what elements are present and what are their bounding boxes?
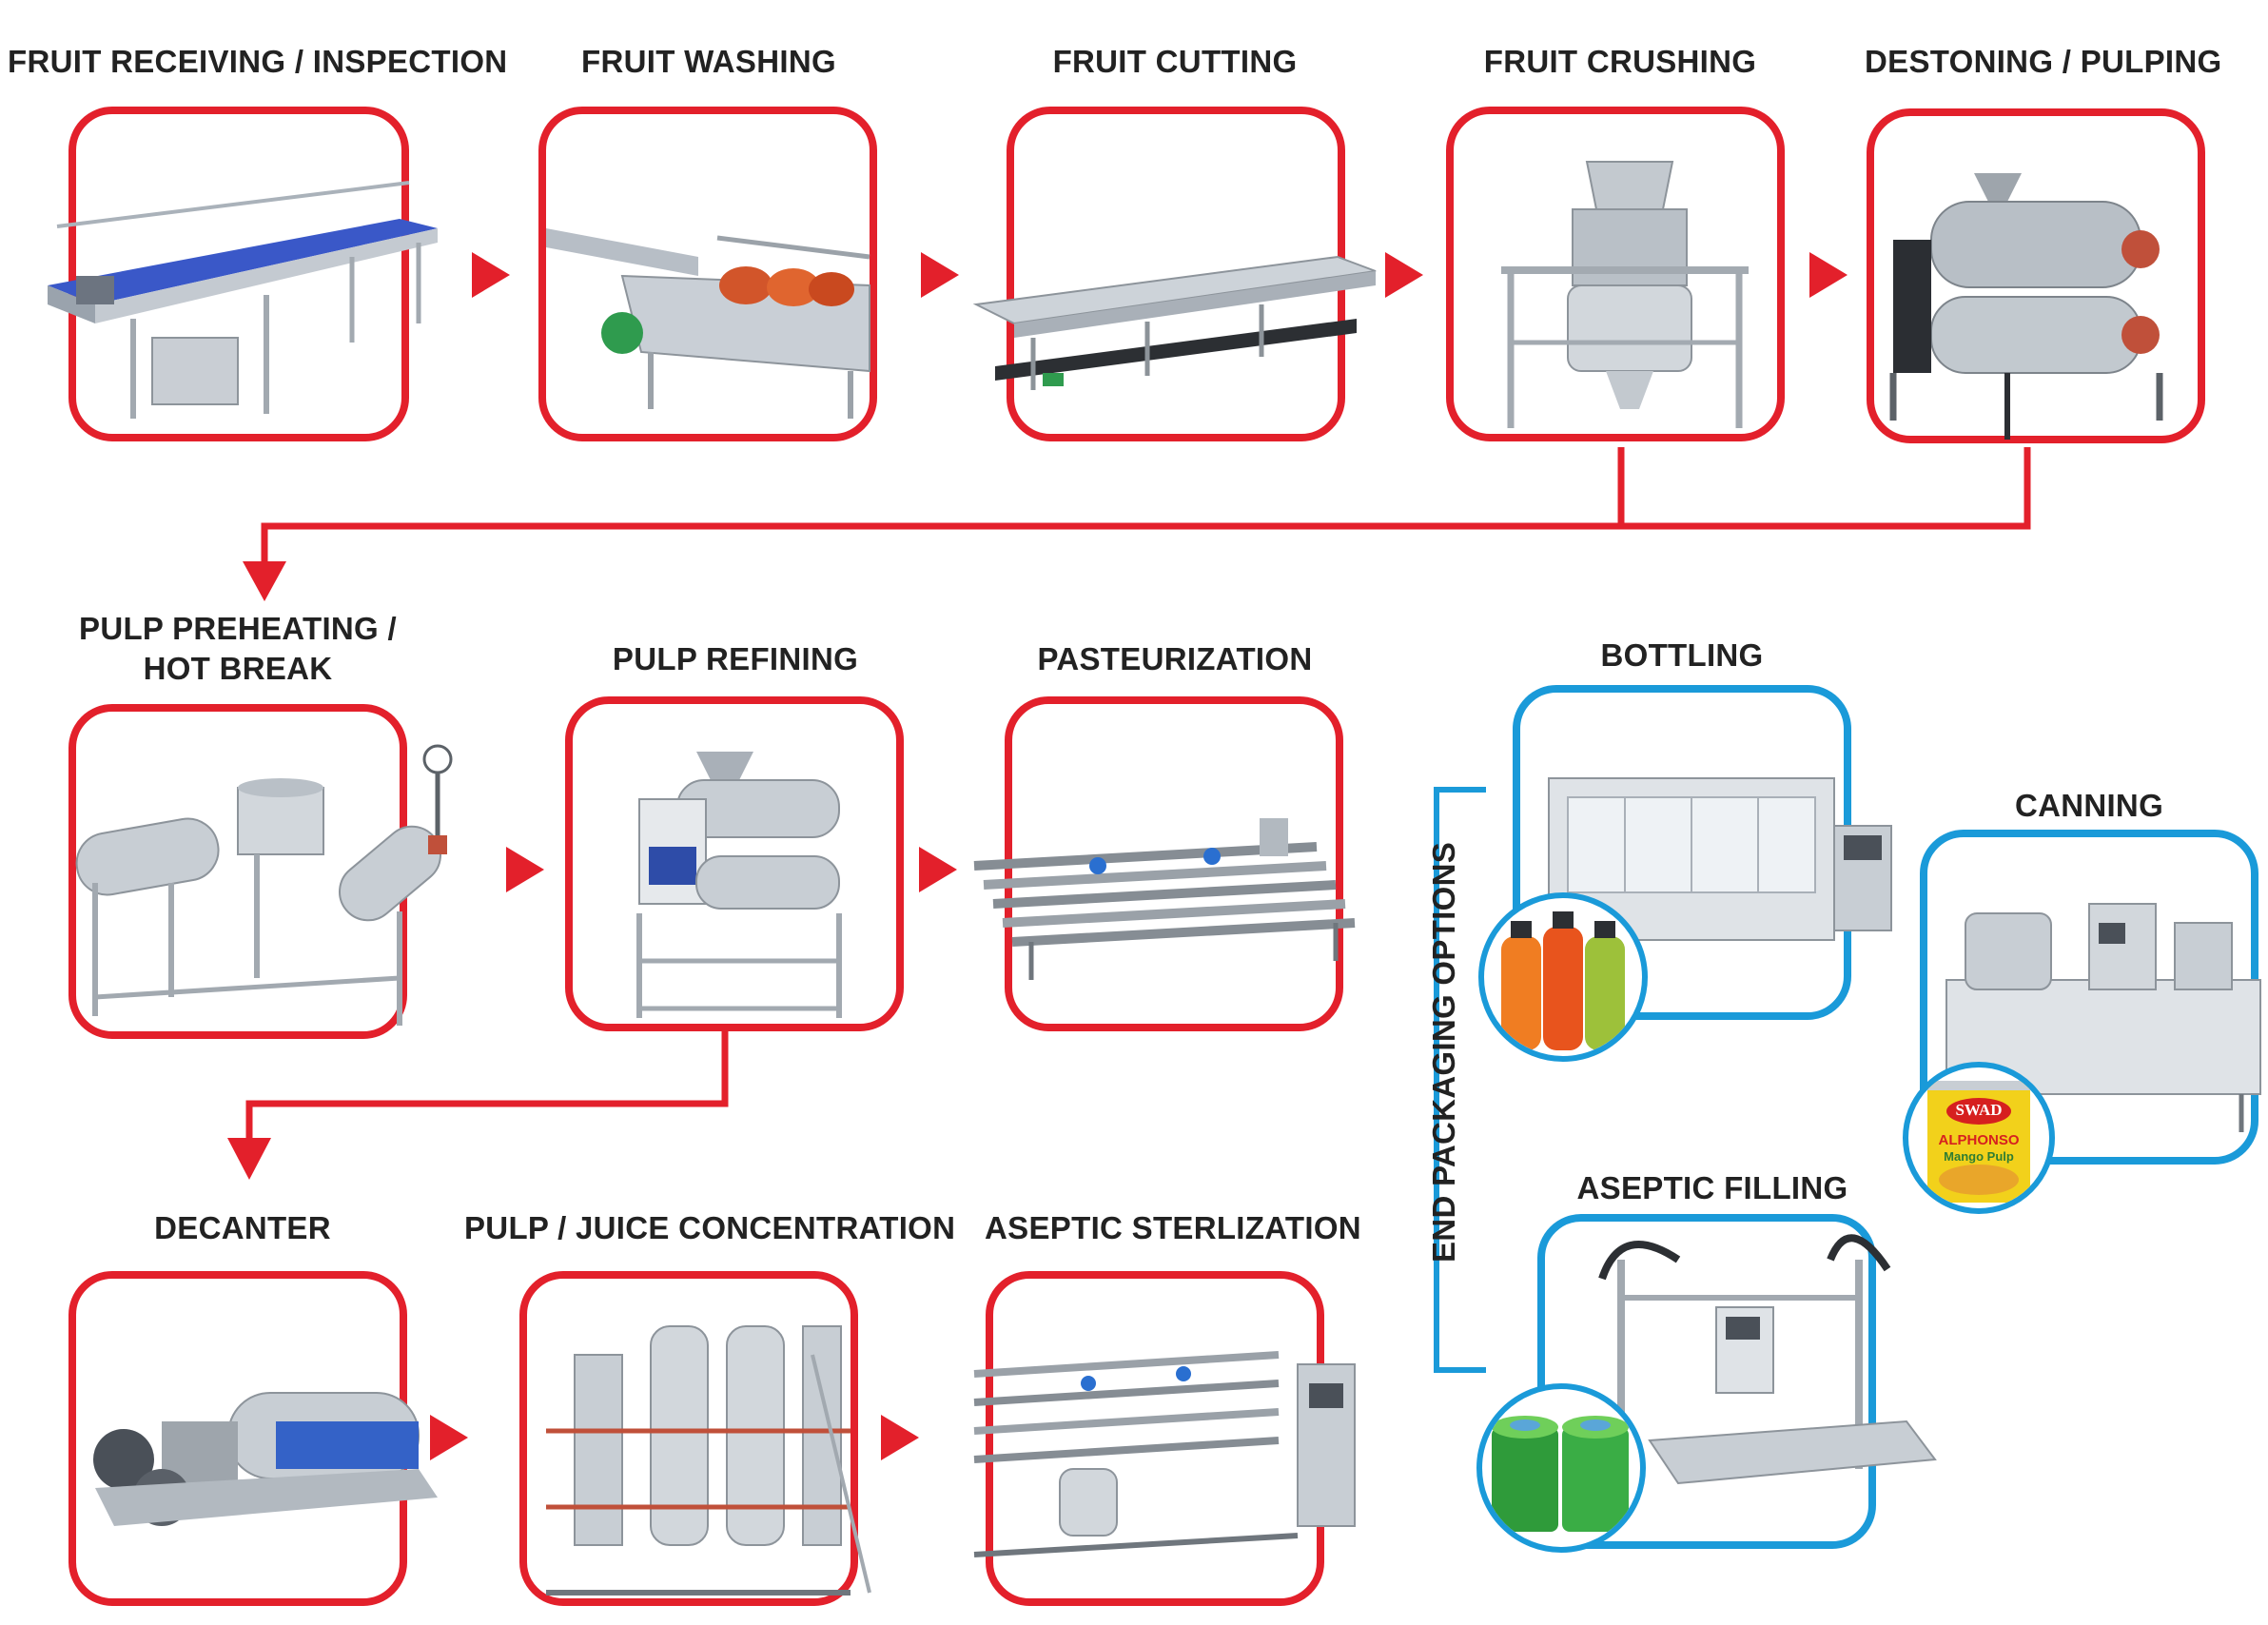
preheater-icon xyxy=(75,744,453,1026)
step-label-destoning: DESTONING / PULPING xyxy=(1865,44,2222,79)
step-label-fruit-crushing: FRUIT CRUSHING xyxy=(1483,44,1757,79)
step-label-fruit-receiving: FRUIT RECEIVING / INSPECTION xyxy=(8,44,508,79)
flow-arrow-6 xyxy=(919,847,957,892)
step-box-pasteurization xyxy=(973,696,1356,1031)
decanter-icon xyxy=(93,1392,438,1526)
step-box-pulp-refining xyxy=(565,696,904,1031)
step-label-fruit-washing: FRUIT WASHING xyxy=(581,44,836,79)
can-product-line2: Mango Pulp xyxy=(1944,1149,2014,1164)
packaging-label-aseptic-filling: ASEPTIC FILLING xyxy=(1576,1170,1848,1205)
can-badge: SWAD ALPHONSO Mango Pulp xyxy=(1903,1062,2055,1214)
sterilizer-icon xyxy=(973,1351,1356,1557)
step-label-pulp-refining: PULP REFINING xyxy=(612,641,859,676)
step-box-preheating xyxy=(68,704,453,1039)
bottles-icon xyxy=(1501,911,1625,1050)
step-box-fruit-washing xyxy=(538,107,877,441)
step-box-concentration xyxy=(519,1271,871,1606)
flow-arrow-3 xyxy=(1385,252,1423,298)
packaging-label-canning: CANNING xyxy=(2014,788,2164,823)
evaporator-icon xyxy=(546,1325,871,1596)
connector-refining-to-decanter xyxy=(245,1031,729,1144)
flow-arrow-2 xyxy=(921,252,959,298)
pasteurizer-icon xyxy=(973,818,1356,980)
aseptic-filler-icon xyxy=(1598,1234,1937,1485)
canning-machine-icon xyxy=(1945,903,2261,1132)
can-icon xyxy=(1927,1081,2030,1203)
can-brand: SWAD xyxy=(1955,1101,2003,1119)
crusher-icon xyxy=(1501,161,1749,428)
can-product-line1: ALPHONSO xyxy=(1938,1132,2020,1148)
flow-arrow-4 xyxy=(1809,252,1848,298)
step-label-preheating-line2: HOT BREAK xyxy=(143,651,333,686)
connector-pulping-to-preheating xyxy=(261,447,2031,569)
flow-arrow-5 xyxy=(506,847,544,892)
step-box-sterilization xyxy=(973,1271,1356,1606)
step-label-decanter: DECANTER xyxy=(154,1210,331,1245)
flow-arrow-7 xyxy=(430,1415,468,1460)
step-label-concentration: PULP / JUICE CONCENTRATION xyxy=(464,1210,956,1245)
pulper-icon xyxy=(1889,173,2163,440)
drums-badge xyxy=(1476,1383,1646,1553)
bottles-badge xyxy=(1478,892,1648,1062)
packaging-bracket xyxy=(1434,787,1486,1373)
conveyor-icon xyxy=(48,181,438,419)
step-box-destoning xyxy=(1867,108,2205,443)
step-label-sterilization: ASEPTIC STERLIZATION xyxy=(985,1210,1361,1245)
packaging-box-aseptic-filling xyxy=(1476,1214,1937,1553)
connector-arrowhead-row2 xyxy=(243,561,286,601)
refiner-icon xyxy=(636,752,842,1018)
flow-arrow-1 xyxy=(472,252,510,298)
step-box-fruit-crushing xyxy=(1446,107,1785,441)
washer-icon xyxy=(546,228,870,419)
connector-arrowhead-row3 xyxy=(227,1138,271,1180)
packaging-box-canning: SWAD ALPHONSO Mango Pulp xyxy=(1903,830,2261,1214)
step-label-preheating-line1: PULP PREHEATING / xyxy=(79,611,397,646)
packaging-box-bottling xyxy=(1478,685,1892,1062)
flow-arrow-8 xyxy=(881,1415,919,1460)
step-box-fruit-cutting xyxy=(972,107,1377,441)
cutting-table-icon xyxy=(972,255,1377,390)
step-label-pasteurization: PASTEURIZATION xyxy=(1037,641,1313,676)
packaging-title: END PACKAGING OPTIONS xyxy=(1426,841,1461,1263)
step-label-preheating: PULP PREHEATING / HOT BREAK xyxy=(38,609,438,689)
step-box-fruit-receiving xyxy=(48,107,438,441)
bottling-machine-icon xyxy=(1548,777,1892,941)
drums-icon xyxy=(1492,1416,1629,1532)
step-box-decanter xyxy=(68,1271,438,1606)
step-label-fruit-cutting: FRUIT CUTTING xyxy=(1052,44,1298,79)
packaging-label-bottling: BOTTLING xyxy=(1600,637,1764,673)
